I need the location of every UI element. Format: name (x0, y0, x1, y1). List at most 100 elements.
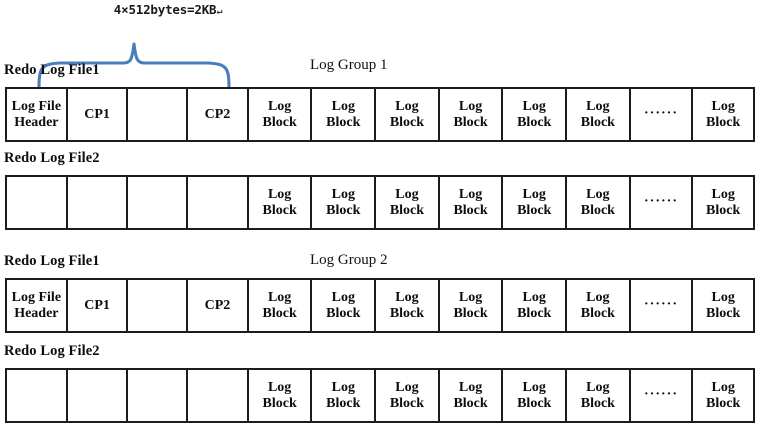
cell-line: Block (580, 202, 615, 218)
cell-line: Log (395, 289, 419, 305)
cell-line: CP2 (204, 106, 231, 122)
curly-brace-icon (37, 42, 231, 90)
cell-line: Log (458, 98, 483, 114)
cell-line: Log (711, 289, 735, 305)
cell-line: Log (522, 379, 546, 395)
cell-line: Block (389, 395, 425, 411)
file-label-group1-file1: Redo Log File1 (4, 62, 100, 78)
cell-line: Block (326, 395, 361, 411)
file-label-group2-file1: Redo Log File1 (4, 253, 100, 269)
cell-blank[interactable] (7, 177, 68, 228)
cell-line: Log (267, 289, 292, 305)
cell-cp1[interactable]: CP1 (68, 89, 129, 140)
cell-line: Block (517, 202, 552, 218)
cell-line: Log (522, 98, 546, 114)
cell-line: Log (331, 98, 355, 114)
cell-cp2[interactable]: CP2 (188, 280, 249, 331)
paragraph-return-mark: ↵ (216, 6, 223, 17)
cell-cp2[interactable]: CP2 (188, 89, 249, 140)
cell-line: Log (711, 186, 735, 202)
cell-line: Block (262, 114, 297, 130)
cell-line: Block (453, 305, 488, 321)
cell-line: Block (706, 202, 741, 218)
cell-line: Log (267, 379, 292, 395)
cell-blank[interactable] (7, 370, 68, 421)
cell-line: Block (326, 114, 361, 130)
file-label-group2-file2: Redo Log File2 (4, 343, 100, 359)
cell-line: Log (586, 379, 610, 395)
cell-blank[interactable] (188, 370, 249, 421)
cell-line: Log (711, 98, 735, 114)
cell-blank[interactable] (128, 89, 189, 140)
cell-line: Log (395, 379, 419, 395)
cell-line: Log (267, 98, 292, 114)
cell-line: Block (517, 114, 552, 130)
cell-line: Log (395, 98, 419, 114)
cell-line: Log (586, 289, 610, 305)
cell-line: Block (706, 305, 741, 321)
cell-line: Block (262, 202, 297, 218)
brace-annotation-label: 4×512bytes=2KB↵ (78, 2, 258, 17)
cell-line: Block (706, 395, 741, 411)
cell-ellipsis: ······ (631, 177, 694, 228)
cell-line: Block (262, 395, 297, 411)
file-label-group1-file2: Redo Log File2 (4, 150, 100, 166)
ellipsis-icon: ······ (643, 105, 678, 121)
cell-blank[interactable] (188, 177, 249, 228)
cell-blank[interactable] (128, 177, 189, 228)
cell-blank[interactable] (128, 370, 189, 421)
cell-blank[interactable] (128, 280, 189, 331)
cell-line: Header (14, 305, 59, 321)
cell-line: Block (326, 305, 361, 321)
cell-line: CP1 (84, 106, 110, 122)
cell-line: Block (262, 305, 297, 321)
group-title-2: Log Group 2 (310, 252, 388, 268)
cell-line: Block (580, 114, 615, 130)
cell-line: Block (453, 202, 488, 218)
cell-line: Block (389, 114, 425, 130)
cell-line: Block (453, 114, 488, 130)
cell-line: Block (389, 305, 425, 321)
cell-blank[interactable] (68, 177, 129, 228)
cell-blank[interactable] (68, 370, 129, 421)
cell-line: Log File (11, 289, 62, 305)
cell-line: Block (580, 305, 615, 321)
cell-cp1[interactable]: CP1 (68, 280, 129, 331)
cell-line: Block (453, 395, 488, 411)
cell-line: Log (395, 186, 419, 202)
